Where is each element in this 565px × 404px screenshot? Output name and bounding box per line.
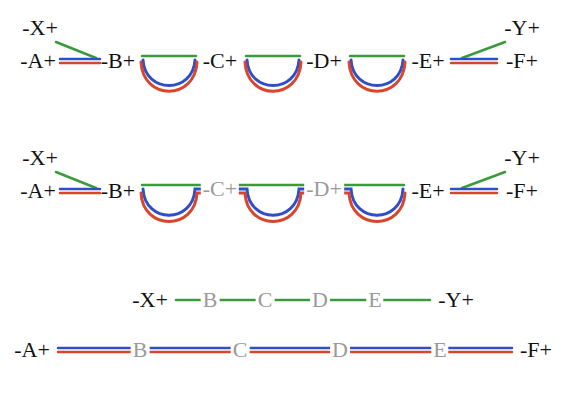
segment-label: C <box>256 288 275 312</box>
segment-label: -Y+ <box>504 16 540 40</box>
segment-label: -X+ <box>22 146 58 170</box>
segment-label: -E+ <box>411 179 444 203</box>
segment-label: -C+ <box>203 49 237 73</box>
segment-label: -A+ <box>14 338 50 362</box>
segment-label: -C+ <box>201 177 239 201</box>
segment-label: D <box>310 288 330 312</box>
segment-label: B <box>131 338 150 362</box>
segment-label: -X+ <box>22 16 58 40</box>
segment-label: E <box>431 338 448 362</box>
segment-label: B <box>201 288 220 312</box>
segment-label: -D+ <box>304 177 344 201</box>
segment-label: C <box>231 338 250 362</box>
segment-label: -B+ <box>101 49 135 73</box>
segment-label: -A+ <box>20 49 56 73</box>
segment-label: E <box>366 288 383 312</box>
segment-label: -Y+ <box>438 288 474 312</box>
segment-label: -B+ <box>101 179 135 203</box>
segment-label: -F+ <box>506 49 538 73</box>
segment-label: -D+ <box>306 49 342 73</box>
segment-label: -E+ <box>411 49 444 73</box>
segment-label: -Y+ <box>504 146 540 170</box>
segment-label: -X+ <box>132 288 168 312</box>
segment-label: -A+ <box>20 179 56 203</box>
segment-label: D <box>330 338 350 362</box>
segment-label: -F+ <box>506 179 538 203</box>
segment-label: -F+ <box>520 338 552 362</box>
